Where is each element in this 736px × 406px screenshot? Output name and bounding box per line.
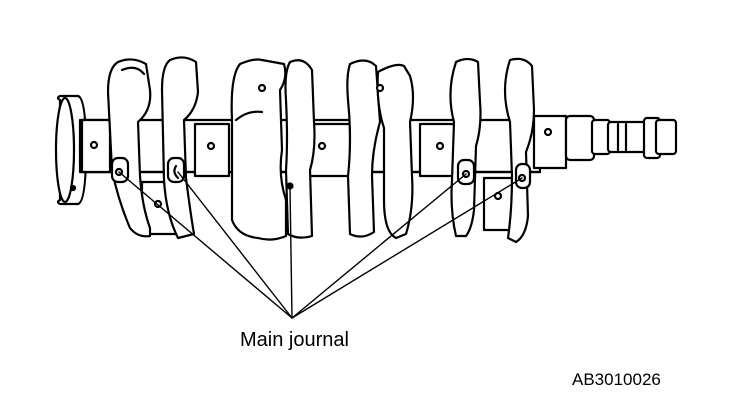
web-8 xyxy=(503,57,536,244)
main-journal-label: Main journal xyxy=(240,329,349,351)
web-1 xyxy=(106,58,152,238)
web-7 xyxy=(449,57,482,238)
front-snout xyxy=(564,114,678,162)
web-2 xyxy=(160,56,200,240)
figure-code: AB3010026 xyxy=(572,370,661,389)
web-4 xyxy=(284,59,316,239)
web-6 xyxy=(375,63,415,240)
callout-leader-lines xyxy=(118,171,523,319)
web-3 xyxy=(230,58,288,241)
web-5 xyxy=(346,59,382,238)
